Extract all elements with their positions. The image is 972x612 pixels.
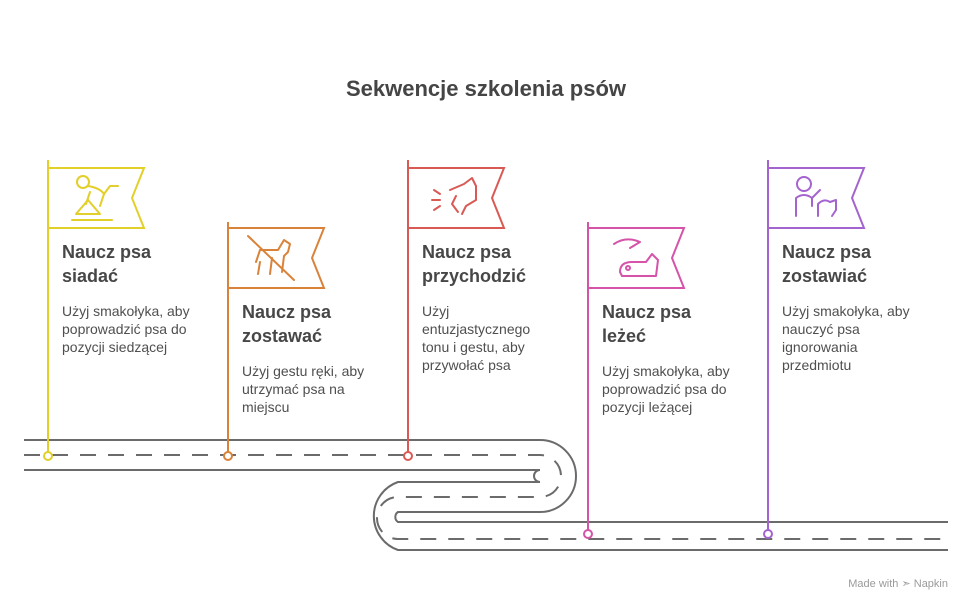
- step-5-title: Naucz psa zostawiać: [782, 240, 871, 288]
- step-2-desc-line: utrzymać psa na: [242, 381, 345, 397]
- watermark-brand: Napkin: [913, 578, 948, 590]
- step-5-marker: [763, 529, 773, 539]
- step-3-desc-line: tonu i gestu, aby: [422, 339, 525, 355]
- step-1-desc-line: poprowadzić psa do: [62, 321, 187, 337]
- step-5-banner: [767, 167, 866, 229]
- road-center-dashes: [24, 454, 948, 540]
- step-1-title-line2: siadać: [62, 266, 119, 286]
- step-4-title-line1: Naucz psa: [602, 302, 692, 322]
- step-2-flag: [223, 222, 326, 461]
- step-3-title: Naucz psa przychodzić: [422, 240, 526, 288]
- road: [24, 439, 948, 551]
- step-2-desc-line: Użyj gestu ręki, aby: [242, 363, 365, 379]
- step-1-description: Użyj smakołyka, aby poprowadzić psa do p…: [62, 302, 190, 356]
- step-4-desc-line: Użyj smakołyka, aby: [602, 363, 730, 379]
- road-bottom-edge: [24, 469, 948, 551]
- page-title: Sekwencje szkolenia psów: [345, 76, 626, 101]
- step-3-title-line1: Naucz psa: [422, 242, 512, 262]
- hand-dog-lying-icon: [613, 238, 659, 277]
- step-4-banner: [587, 227, 686, 289]
- step-5-title-line2: zostawiać: [782, 266, 868, 286]
- step-1-banner: [47, 167, 146, 229]
- step-4-description: Użyj smakołyka, aby poprowadzić psa do p…: [602, 362, 730, 416]
- step-4-flag: [583, 222, 686, 539]
- step-3-desc-line: przywołać psa: [422, 357, 511, 373]
- step-5-desc-line: nauczyć psa: [782, 321, 860, 337]
- dog-sitting-icon: [71, 175, 119, 221]
- step-2-banner: [227, 227, 326, 289]
- step-1-marker: [43, 451, 53, 461]
- step-5-description: Użyj smakołyka, aby nauczyć psa ignorowa…: [782, 302, 910, 374]
- watermark[interactable]: Made with ➣ Napkin: [848, 577, 948, 590]
- step-1-desc-line: pozycji siedzącej: [62, 339, 168, 355]
- step-5-title-line1: Naucz psa: [782, 242, 872, 262]
- step-4-title-line2: leżeć: [602, 326, 647, 346]
- step-3-desc-line: Użyj: [422, 303, 450, 319]
- step-2-desc-line: miejscu: [242, 399, 290, 415]
- step-4-desc-line: poprowadzić psa do: [602, 381, 727, 397]
- step-3-title-line2: przychodzić: [422, 266, 527, 286]
- step-3-description: Użyj entuzjastycznego tonu i gestu, aby …: [422, 302, 530, 374]
- step-1-title: Naucz psa siadać: [62, 240, 151, 288]
- napkin-logo-icon: ➣: [901, 578, 911, 590]
- step-2-description: Użyj gestu ręki, aby utrzymać psa na mie…: [242, 362, 364, 416]
- step-1-desc-line: Użyj smakołyka, aby: [62, 303, 190, 319]
- dog-barking-icon: [431, 177, 477, 215]
- step-5-desc-line: Użyj smakołyka, aby: [782, 303, 910, 319]
- step-1-title-line1: Naucz psa: [62, 242, 152, 262]
- step-2-title: Naucz psa zostawać: [242, 300, 331, 348]
- step-4-title: Naucz psa leżeć: [602, 300, 691, 348]
- step-5-flag: [763, 160, 866, 539]
- step-4-desc-line: pozycji leżącej: [602, 399, 693, 415]
- step-5-desc-line: ignorowania: [782, 339, 858, 355]
- step-5-desc-line: przedmiotu: [782, 357, 852, 373]
- person-dog-icon: [795, 176, 837, 217]
- step-4-marker: [583, 529, 593, 539]
- step-2-title-line1: Naucz psa: [242, 302, 332, 322]
- step-3-marker: [403, 451, 413, 461]
- no-dog-icon: [247, 235, 295, 281]
- step-3-desc-line: entuzjastycznego: [422, 321, 531, 337]
- step-2-marker: [223, 451, 233, 461]
- road-top-edge: [24, 439, 948, 523]
- step-2-title-line2: zostawać: [242, 326, 323, 346]
- watermark-prefix: Made with: [848, 578, 899, 590]
- step-1-flag: [43, 160, 146, 461]
